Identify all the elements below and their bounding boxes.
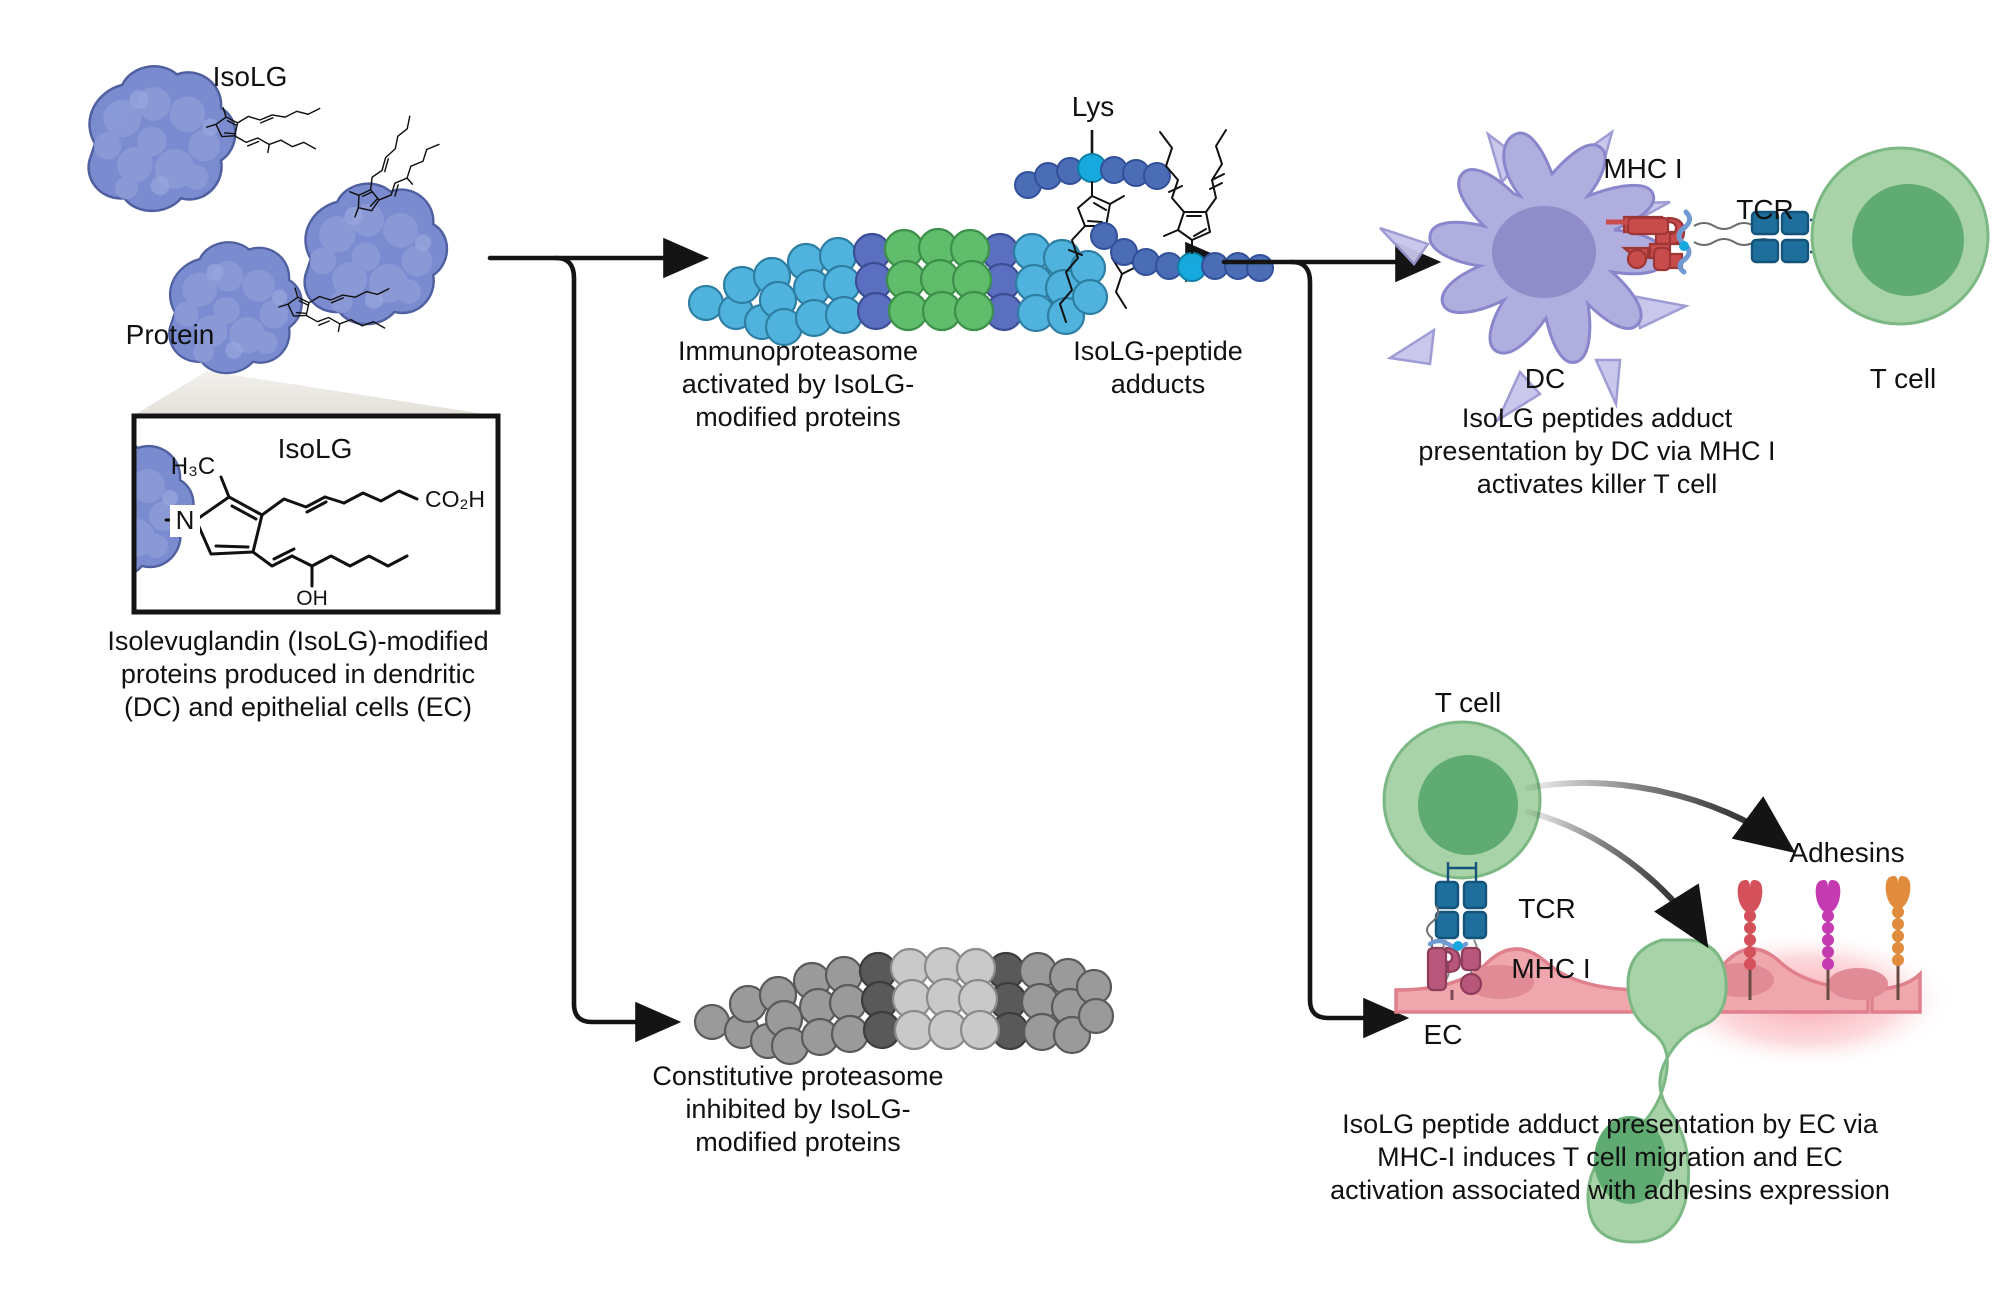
- adhesin-red: [1737, 880, 1763, 1000]
- callout-caption: Isolevuglandin (IsoLG)-modified proteins…: [107, 626, 489, 722]
- immunoproteasome-caption: Immunoproteasome activated by IsoLG- mod…: [677, 336, 919, 432]
- isolg-box-title: IsoLG: [277, 433, 353, 464]
- isolg-structure-box: [131, 413, 501, 615]
- branch-arrow-left: [487, 237, 710, 1043]
- isolg-peptide-adducts-drawing: [1014, 129, 1274, 323]
- mhc-i-ec-drawing: [1426, 905, 1483, 1000]
- dc-nucleus: [1492, 206, 1596, 298]
- ec-nucleus-1: [1466, 965, 1534, 999]
- adhesins-label: Adhesins: [1789, 837, 1905, 868]
- constitutive-proteasome-drawing: [693, 946, 1115, 1066]
- curved-arrow-to-transmigration: [1525, 809, 1709, 949]
- protein-label: Protein: [125, 319, 215, 350]
- hydroxyl-label: OH: [296, 587, 328, 610]
- tcr-bottom-drawing: [1434, 862, 1488, 940]
- methyl-label: H₃C: [170, 453, 216, 480]
- ec-nucleus-3: [1828, 968, 1888, 1000]
- adhesin-magenta: [1815, 880, 1841, 1000]
- constitutive-caption: Constitutive proteasome inhibited by Iso…: [652, 1061, 944, 1157]
- nitrogen-label: N: [170, 505, 200, 537]
- ec-label: EC: [1423, 1019, 1463, 1050]
- curved-arrow-to-adhesins: [1525, 779, 1796, 854]
- mhc-i-dc-drawing: [1606, 209, 1692, 275]
- curved-arrow-group: [1525, 779, 1796, 949]
- dc-label: DC: [1524, 363, 1566, 394]
- isolg-molecule-drawing: [164, 475, 419, 588]
- ec-caption: IsoLG peptide adduct presentation by EC …: [1330, 1109, 1890, 1205]
- dc-caption: IsoLG peptides adduct presentation by DC…: [1418, 403, 1776, 499]
- tcr-label-bottom: TCR: [1518, 893, 1576, 924]
- t-cell-top-drawing: [1810, 146, 1990, 326]
- branch-arrow-right: [1221, 241, 1442, 1039]
- t-cell-bottom-drawing: [1382, 720, 1542, 880]
- t-cell-label-bottom: T cell: [1434, 687, 1502, 718]
- immunoproteasome-drawing: [687, 227, 1109, 347]
- isolg-label-top: IsoLG: [212, 61, 288, 92]
- lys-label: Lys: [1071, 91, 1115, 122]
- adhesin-orange: [1885, 876, 1911, 1000]
- dendritic-cell-drawing: [1379, 128, 1691, 424]
- adhesin-group: [1737, 876, 1911, 1000]
- transmigrating-t-cell-drawing: [1586, 938, 1728, 1244]
- protein-blob-group-2: [303, 115, 449, 326]
- t-cell-label-top: T cell: [1869, 363, 1937, 394]
- mhc-label-top: MHC I: [1603, 153, 1683, 184]
- mhc-label-bottom: MHC I: [1511, 953, 1591, 984]
- carboxyl-label: CO₂H: [424, 486, 486, 512]
- adducts-caption: IsoLG-peptide adducts: [1073, 336, 1243, 399]
- tcr-label-top: TCR: [1736, 194, 1794, 225]
